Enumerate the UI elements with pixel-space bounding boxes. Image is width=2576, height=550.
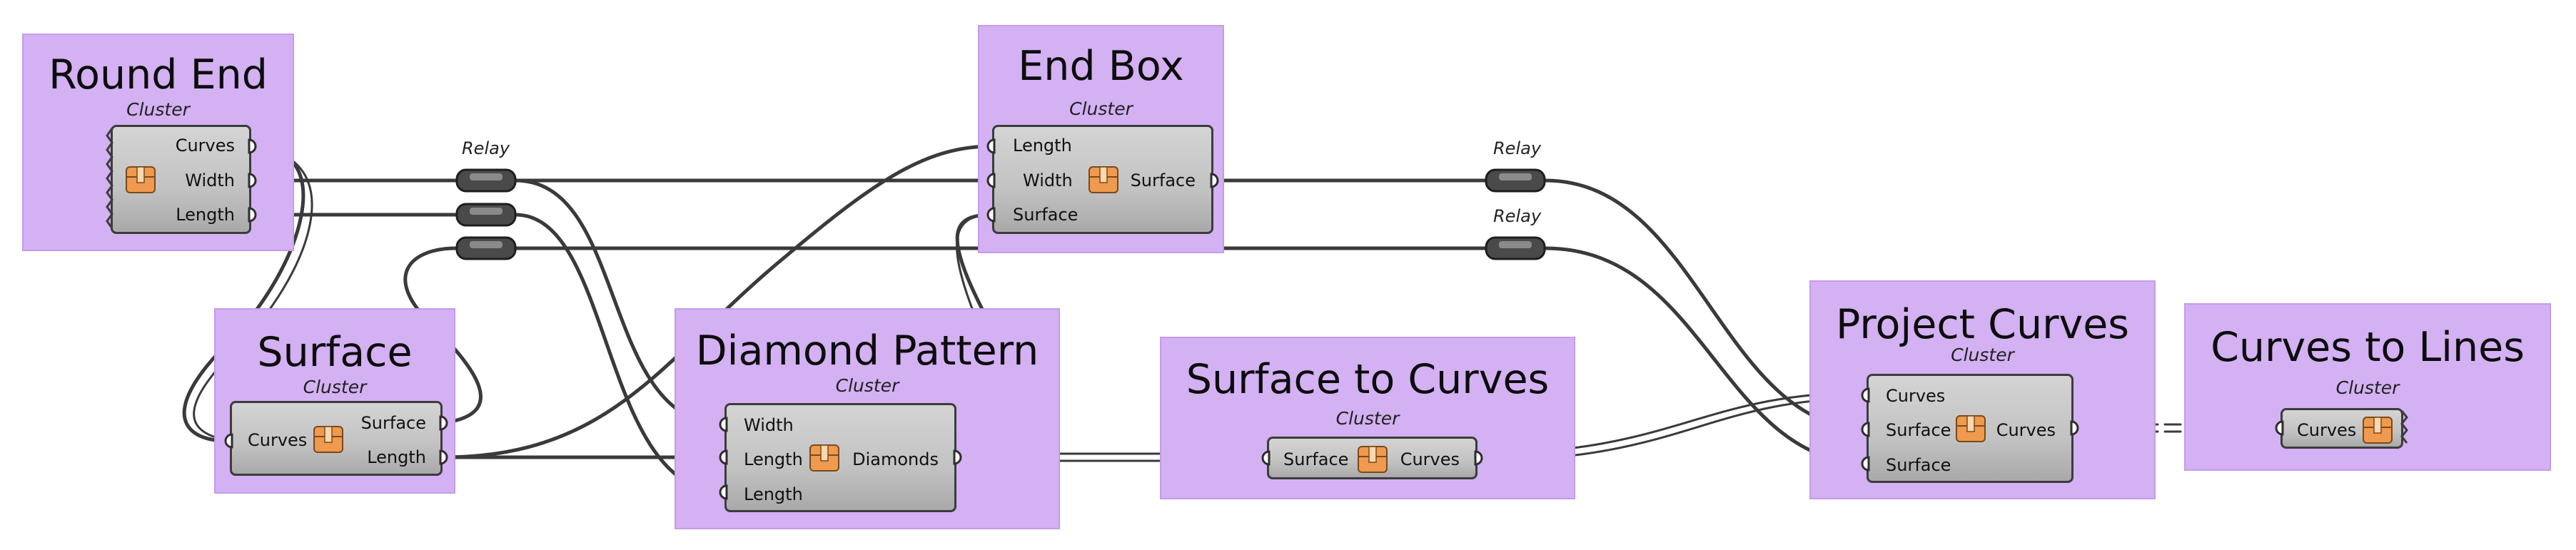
input-width[interactable]: Width: [744, 415, 794, 435]
project-curves-node[interactable]: Curves Surface Surface Curves: [1867, 374, 2074, 483]
output-curves[interactable]: Curves: [1400, 449, 1460, 469]
input-curves[interactable]: Curves: [1886, 386, 1946, 406]
package-box-icon: [1358, 446, 1388, 473]
group-title: Project Curves: [1836, 301, 2129, 348]
group-title: End Box: [1018, 43, 1184, 90]
surface-node[interactable]: Curves Surface Length: [230, 401, 443, 476]
group-subtitle: Cluster: [1335, 408, 1400, 429]
package-box-icon: [1956, 415, 1986, 442]
output-diamonds[interactable]: Diamonds: [852, 449, 939, 469]
output-length[interactable]: Length: [176, 205, 235, 225]
group-title: Diamond Pattern: [695, 327, 1039, 375]
relay-5[interactable]: [1483, 234, 1547, 263]
relay-2[interactable]: [454, 200, 518, 229]
round-end-node[interactable]: Curves Width Length: [111, 125, 251, 234]
group-title: Surface: [257, 329, 413, 376]
group-title: Round End: [49, 51, 268, 98]
package-box-icon: [2363, 417, 2393, 444]
output-curves[interactable]: Curves: [175, 136, 235, 156]
input-length[interactable]: Length: [1013, 136, 1072, 156]
group-subtitle: Cluster: [835, 375, 899, 396]
relay-label: Relay: [1493, 206, 1542, 226]
wire-surface-length-to-endbox-length[interactable]: [440, 144, 994, 459]
relay-label: Relay: [1493, 138, 1542, 158]
end-box-node[interactable]: Length Width Surface Surface: [992, 125, 1213, 234]
relay-4[interactable]: [1483, 166, 1547, 195]
group-subtitle: Cluster: [1951, 345, 2014, 365]
surface-to-curves-node[interactable]: Surface Curves: [1267, 437, 1478, 479]
input-width[interactable]: Width: [1023, 170, 1073, 190]
group-title: Curves to Lines: [2211, 324, 2525, 371]
relay-label: Relay: [462, 138, 510, 158]
output-curves[interactable]: Curves: [1996, 420, 2056, 440]
input-curves[interactable]: Curves: [248, 430, 308, 450]
group-subtitle: Cluster: [1069, 98, 1133, 119]
output-width[interactable]: Width: [185, 170, 235, 190]
output-surface[interactable]: Surface: [1130, 170, 1196, 190]
diamond-pattern-node[interactable]: Width Length Length Diamonds: [724, 403, 956, 512]
input-surface-2[interactable]: Surface: [1886, 455, 1951, 475]
input-curves[interactable]: Curves: [2297, 420, 2357, 440]
package-box-icon: [1089, 166, 1118, 193]
output-length[interactable]: Length: [367, 447, 426, 467]
relay-1[interactable]: [454, 166, 518, 195]
package-box-icon: [809, 444, 839, 472]
input-surface[interactable]: Surface: [1886, 420, 1951, 440]
input-surface[interactable]: Surface: [1013, 205, 1079, 225]
package-box-icon: [126, 166, 156, 193]
curves-to-lines-node[interactable]: Curves: [2280, 408, 2403, 449]
package-box-icon: [313, 426, 343, 453]
output-surface[interactable]: Surface: [360, 413, 426, 433]
input-surface[interactable]: Surface: [1283, 449, 1349, 469]
group-subtitle: Cluster: [303, 377, 367, 397]
group-title: Surface to Curves: [1186, 356, 1550, 403]
relay-3[interactable]: [454, 234, 518, 263]
input-length[interactable]: Length: [744, 449, 803, 469]
group-subtitle: Cluster: [126, 99, 190, 120]
group-subtitle: Cluster: [2335, 377, 2400, 398]
input-length-2[interactable]: Length: [744, 484, 803, 504]
